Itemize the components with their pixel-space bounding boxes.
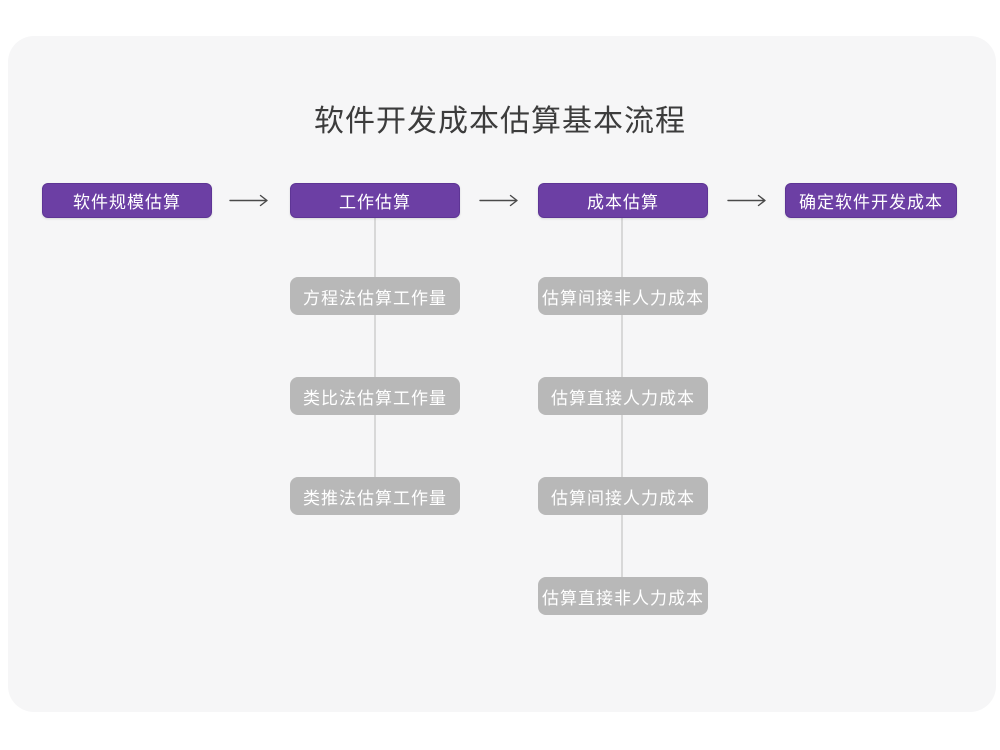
arrow-right-icon	[479, 194, 519, 207]
sub-node-direct-labor-cost: 估算直接人力成本	[538, 377, 708, 415]
connector-line-work-estimation	[374, 218, 376, 506]
sub-node-direct-non-labor-cost: 估算直接非人力成本	[538, 577, 708, 615]
arrow-right-icon	[229, 194, 269, 207]
sub-node-equation-method: 方程法估算工作量	[290, 277, 460, 315]
sub-node-indirect-labor-cost: 估算间接人力成本	[538, 477, 708, 515]
node-cost-estimation: 成本估算	[538, 183, 708, 218]
diagram-title: 软件开发成本估算基本流程	[314, 105, 686, 138]
arrow-right-icon	[727, 194, 767, 207]
node-software-scale-estimation: 软件规模估算	[42, 183, 212, 218]
sub-node-indirect-non-labor-cost: 估算间接非人力成本	[538, 277, 708, 315]
node-work-estimation: 工作估算	[290, 183, 460, 218]
sub-node-extrapolation-method: 类推法估算工作量	[290, 477, 460, 515]
diagram-card	[8, 36, 996, 712]
node-determine-development-cost: 确定软件开发成本	[785, 183, 957, 218]
sub-node-analogy-method: 类比法估算工作量	[290, 377, 460, 415]
